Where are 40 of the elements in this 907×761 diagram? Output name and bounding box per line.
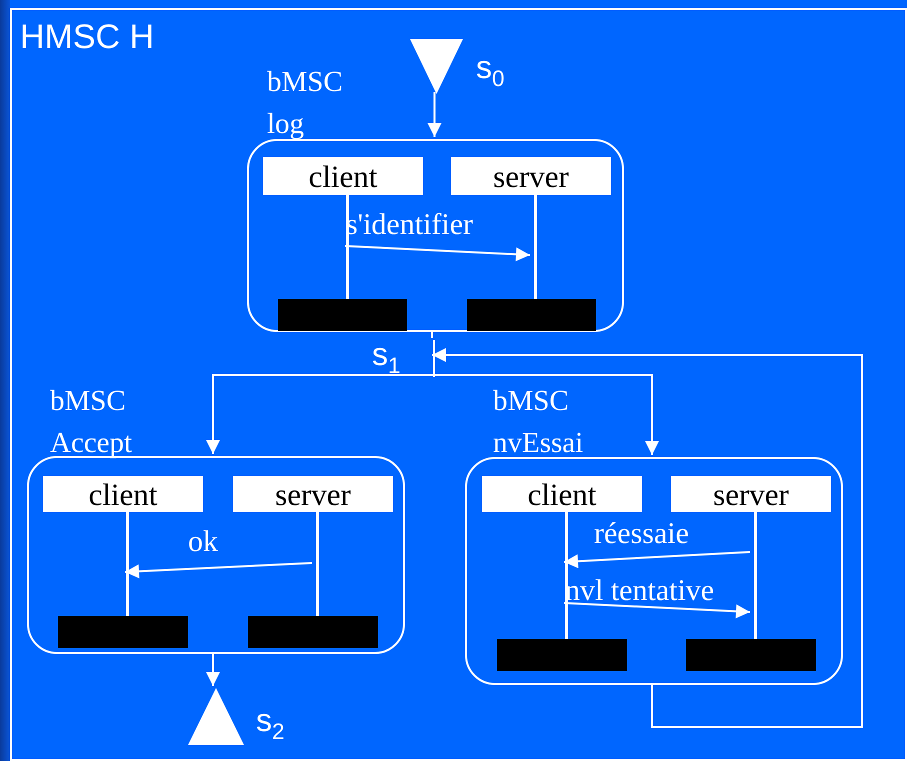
arrow xyxy=(432,374,659,455)
lifeline xyxy=(565,512,568,639)
state-label: s$_{0}$ xyxy=(476,51,504,90)
bmsc-name: bMSC nvEssai xyxy=(493,384,584,461)
instance-head: client xyxy=(43,476,203,512)
instance-head: client xyxy=(263,157,423,195)
instance-end-bar xyxy=(248,616,378,648)
frame-label: HMSC H xyxy=(20,20,154,54)
instance-head: server xyxy=(233,476,393,512)
arrow xyxy=(344,245,530,262)
message-label: s'identifier xyxy=(346,210,474,240)
bmsc-name: bMSC log xyxy=(267,65,344,142)
arrow xyxy=(206,652,220,686)
state-label: s$_{1}$ xyxy=(372,338,400,378)
state-label: s$_{2}$ xyxy=(256,704,284,744)
lifeline xyxy=(346,195,349,299)
lifeline xyxy=(534,195,537,299)
message-label: ok xyxy=(188,527,218,557)
lifeline xyxy=(316,512,319,616)
instance-end-bar xyxy=(686,639,816,671)
lifeline xyxy=(754,512,757,639)
instance-end-bar xyxy=(467,299,596,331)
hmsc-frame xyxy=(10,8,907,761)
arrow xyxy=(428,92,442,137)
arrow xyxy=(564,602,750,618)
message-label: nvl tentative xyxy=(565,576,714,606)
arrow xyxy=(206,374,432,454)
arrow xyxy=(124,562,312,578)
instance-end-bar xyxy=(497,639,627,671)
connector-line xyxy=(431,330,433,338)
lifeline xyxy=(126,512,129,616)
arrow xyxy=(564,551,750,568)
arrow xyxy=(432,348,863,728)
message-label: réessaie xyxy=(594,519,689,549)
instance-head: server xyxy=(671,476,831,512)
instance-head: client xyxy=(482,476,642,512)
instance-head: server xyxy=(451,157,611,195)
instance-end-bar xyxy=(278,299,407,331)
instance-end-bar xyxy=(58,616,188,648)
bmsc-name: bMSC Accept xyxy=(50,384,134,461)
